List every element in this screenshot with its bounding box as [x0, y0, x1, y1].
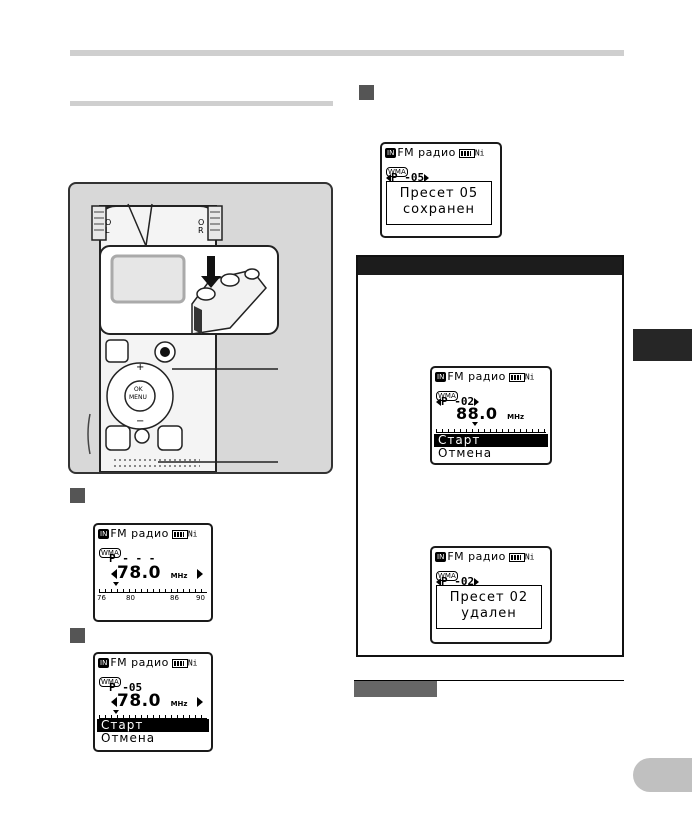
popup-line-2: удален — [461, 606, 517, 621]
popup-line-2: сохранен — [402, 202, 475, 217]
tuner-marker — [472, 422, 478, 426]
next-icon — [474, 578, 480, 586]
top-rule — [70, 50, 624, 56]
input-badge: IN — [98, 658, 110, 668]
next-icon — [197, 696, 204, 707]
tuner-scale — [99, 712, 207, 719]
prev-icon — [111, 568, 117, 579]
ok-label: OK — [134, 386, 143, 393]
prev-icon — [111, 696, 117, 707]
frequency-value: 78.0 — [117, 691, 161, 711]
battery-type: Ni — [187, 658, 198, 668]
plus-button-label: + — [136, 362, 145, 373]
frequency-value: 88.0 — [456, 404, 498, 423]
frequency-unit: MHz — [170, 700, 188, 708]
screen-title: FM радио — [110, 527, 169, 540]
section-rule — [70, 101, 333, 106]
tick-label: 76 — [97, 594, 106, 602]
step-marker-2 — [70, 628, 85, 643]
input-badge: IN — [98, 529, 110, 539]
chapter-tab — [633, 329, 692, 361]
battery-type: Ni — [474, 148, 485, 158]
step-marker-1 — [70, 488, 85, 503]
prev-icon — [436, 398, 441, 406]
tick-label: 86 — [170, 594, 179, 602]
menu-item-start[interactable]: Старт — [97, 719, 209, 732]
frequency-unit: MHz — [507, 413, 525, 421]
mic-label-o-left: O — [105, 218, 112, 227]
preset-number: P - - - — [109, 552, 156, 565]
battery-icon — [171, 529, 188, 539]
preset-popup: Пресет 02 удален — [436, 585, 542, 629]
mic-label-l: L — [105, 226, 110, 235]
format-badge: WMA — [386, 166, 408, 177]
preset-number: P -02 — [441, 395, 475, 408]
tick-label: 90 — [196, 594, 205, 602]
menu-item-cancel[interactable]: Отмена — [101, 731, 156, 745]
popup-line-1: Пресет 05 — [399, 186, 479, 201]
menu-item-cancel[interactable]: Отмена — [438, 446, 493, 460]
format-badge: WMA — [436, 570, 458, 581]
mic-label-o-right: O — [198, 218, 205, 227]
hint-header — [358, 257, 622, 275]
preset-number: P -05 — [109, 681, 143, 694]
recorder-drawing — [87, 203, 279, 472]
preset-number: P -05 — [391, 171, 425, 184]
note-rule — [354, 680, 624, 681]
format-badge: WMA — [436, 390, 458, 401]
prev-icon — [386, 174, 391, 182]
next-icon — [424, 174, 430, 182]
page-number-tab — [633, 758, 692, 792]
preset-popup: Пресет 05 сохранен — [386, 181, 492, 225]
mic-label-r: R — [198, 226, 204, 235]
battery-type: Ni — [524, 372, 535, 382]
prev-icon — [436, 578, 441, 586]
input-badge: IN — [435, 372, 447, 382]
input-badge: IN — [435, 552, 447, 562]
tuner-scale — [99, 586, 207, 593]
minus-button-label: − — [136, 416, 145, 427]
screen-title: FM радио — [397, 146, 456, 159]
input-badge: IN — [385, 148, 397, 158]
menu-item-start[interactable]: Старт — [434, 434, 548, 447]
step-marker-3 — [359, 85, 374, 100]
next-icon — [474, 398, 480, 406]
menu-label: MENU — [129, 394, 147, 401]
next-icon — [197, 568, 204, 579]
battery-icon — [508, 552, 525, 562]
screen-title: FM радио — [447, 550, 506, 563]
popup-line-1: Пресет 02 — [449, 590, 529, 605]
screen-title: FM радио — [447, 370, 506, 383]
format-badge: WMA — [99, 676, 121, 687]
screen-title: FM радио — [110, 656, 169, 669]
frequency-value: 78.0 — [117, 563, 161, 583]
battery-type: Ni — [187, 529, 198, 539]
preset-number: P -02 — [441, 575, 475, 588]
tuner-marker — [113, 582, 119, 586]
note-tab — [354, 681, 437, 697]
tick-label: 80 — [126, 594, 135, 602]
battery-type: Ni — [524, 552, 535, 562]
battery-icon — [458, 148, 475, 158]
tuner-scale — [436, 426, 546, 433]
format-badge: WMA — [99, 547, 121, 558]
battery-icon — [508, 372, 525, 382]
frequency-unit: MHz — [170, 572, 188, 580]
device-illustration: O L O R + − OK MENU — [68, 182, 333, 474]
battery-icon — [171, 658, 188, 668]
